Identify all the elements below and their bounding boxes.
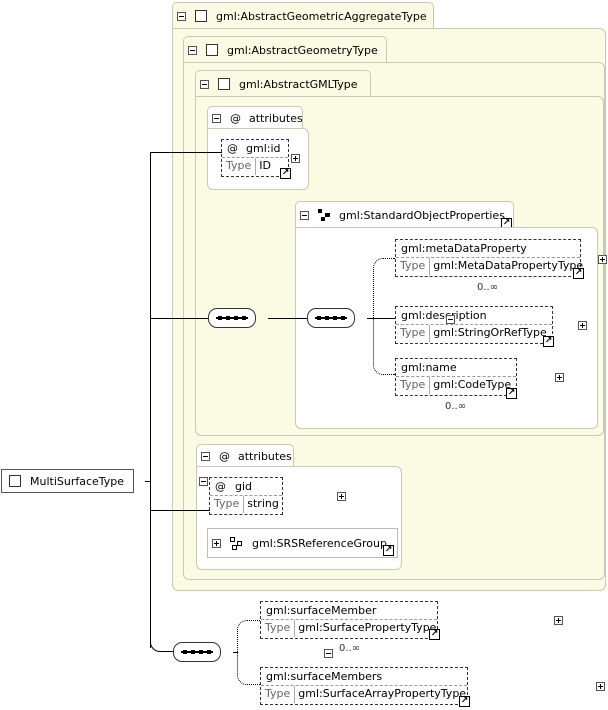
abstract-geometry-tab[interactable]: gml:AbstractGeometryType (183, 36, 387, 63)
geometry-attributes-tab[interactable]: @ attributes (196, 444, 294, 468)
multi-surface-type-box[interactable]: MultiSurfaceType (1, 469, 134, 493)
type-value: string (247, 497, 279, 510)
element-name: gml:description (401, 309, 487, 322)
cardinality-label: 0..∞ (339, 643, 361, 654)
arrow-ne-icon[interactable]: ↗ (280, 168, 291, 179)
collapse-toggle-icon[interactable] (177, 11, 186, 21)
connector-line (233, 652, 238, 653)
complex-type-icon (195, 10, 207, 22)
arrow-ne-icon[interactable]: ↗ (429, 629, 440, 640)
collapse-toggle-icon[interactable] (212, 114, 221, 123)
abstract-geometric-aggregate-tab[interactable]: gml:AbstractGeometricAggregateType (172, 2, 434, 29)
expand-toggle-icon[interactable] (337, 492, 346, 501)
type-label: Type (261, 686, 296, 703)
connector-line (373, 258, 395, 318)
attribute-name: gid (235, 480, 253, 493)
attribute-name: gml:id (246, 142, 281, 155)
expand-toggle-icon[interactable] (578, 321, 587, 330)
attributes-label: attributes (238, 450, 292, 463)
complex-type-icon (218, 78, 230, 90)
collapse-toggle-icon[interactable] (445, 315, 455, 324)
gml-attributes-tab[interactable]: @ attributes (207, 106, 303, 130)
sequence-compositor[interactable] (208, 308, 256, 328)
arrow-ne-icon[interactable]: ↗ (573, 268, 584, 279)
expand-toggle-icon[interactable] (553, 616, 563, 625)
root-type-label: MultiSurfaceType (30, 474, 125, 488)
group-label: gml:StandardObjectProperties (339, 208, 505, 222)
expand-toggle-icon[interactable] (291, 154, 300, 163)
connector-line (150, 510, 210, 511)
connector-line (367, 318, 373, 319)
cardinality-label: 0..∞ (477, 282, 499, 293)
standard-object-properties-tab[interactable]: gml:StandardObjectProperties (295, 201, 514, 228)
connector-line (150, 152, 151, 648)
expand-toggle-icon[interactable] (596, 682, 605, 691)
collapse-toggle-icon[interactable] (200, 79, 209, 89)
collapse-toggle-icon[interactable] (324, 649, 333, 658)
type-value: ID (259, 159, 271, 172)
srs-reference-group[interactable]: gml:SRSReferenceGroup (207, 528, 398, 558)
attribute-symbol: @ (230, 112, 241, 125)
collapse-toggle-icon[interactable] (201, 452, 210, 461)
arrow-ne-icon[interactable]: ↗ (506, 388, 517, 399)
type-label: Type (396, 325, 431, 342)
complex-type-label: gml:AbstractGeometricAggregateType (216, 9, 427, 23)
connector-line (373, 318, 395, 319)
arrow-ne-icon[interactable]: ↗ (459, 696, 470, 707)
type-label: Type (210, 496, 245, 513)
connector-line (150, 638, 174, 652)
connector-line (150, 152, 222, 153)
type-label: Type (396, 377, 431, 394)
element-name: gml:metaDataProperty (401, 242, 527, 255)
collapse-toggle-icon[interactable] (198, 477, 208, 486)
type-label: Type (222, 158, 257, 175)
type-value: gml:StringOrRefType (433, 326, 547, 339)
type-value: gml:MetaDataPropertyType (433, 259, 584, 272)
element-name: gml:name (401, 361, 457, 374)
connector-line (373, 318, 395, 375)
complex-type-label: gml:AbstractGeometryType (227, 43, 378, 57)
attribute-symbol: @ (219, 450, 230, 463)
type-value: gml:CodeType (433, 378, 512, 391)
element-name: gml:surfaceMember (266, 604, 377, 617)
connector-line (237, 652, 261, 685)
attributes-label: attributes (249, 112, 303, 125)
sequence-compositor[interactable] (173, 642, 221, 662)
type-value: gml:SurfacePropertyType (298, 621, 437, 634)
arrow-ne-icon[interactable]: ↗ (543, 336, 554, 347)
attribute-symbol: @ (227, 142, 238, 155)
attribute-group-icon (230, 536, 242, 550)
connector-line (145, 481, 151, 482)
complex-type-label: gml:AbstractGMLType (239, 77, 358, 91)
type-label: Type (396, 258, 431, 275)
connector-line (150, 318, 210, 319)
complex-type-icon (206, 44, 218, 56)
cardinality-label: 0..∞ (445, 401, 467, 412)
type-label: Type (261, 620, 296, 637)
arrow-ne-icon[interactable]: ↗ (383, 545, 394, 556)
attribute-symbol: @ (215, 480, 226, 493)
sequence-compositor[interactable] (307, 308, 355, 328)
group-icon (318, 209, 330, 221)
type-value: gml:SurfaceArrayPropertyType (298, 687, 467, 700)
collapse-toggle-icon[interactable] (188, 45, 197, 55)
expand-toggle-icon[interactable] (597, 255, 607, 264)
expand-toggle-icon[interactable] (554, 373, 564, 382)
abstract-gml-tab[interactable]: gml:AbstractGMLType (195, 70, 371, 97)
connector-line (237, 620, 261, 652)
element-name: gml:surfaceMembers (266, 670, 383, 683)
attribute-group-label: gml:SRSReferenceGroup (252, 536, 387, 550)
connector-line (268, 318, 308, 319)
collapse-toggle-icon[interactable] (300, 210, 309, 220)
expand-toggle-icon[interactable] (212, 538, 221, 548)
complex-type-icon (9, 475, 21, 487)
